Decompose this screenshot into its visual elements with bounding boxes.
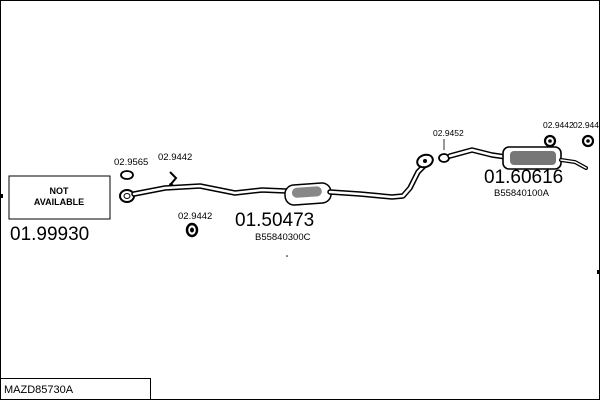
middle-section-oem-number: B55840300C [255,232,311,243]
frame-left-marker [0,194,3,198]
middle-silencer-part[interactable] [284,182,332,206]
hanger-rear-2-part[interactable] [581,134,595,148]
connecting-pipe-inner [328,163,427,199]
hanger-front-bottom-part[interactable] [185,222,199,238]
gasket-rear-part[interactable] [415,153,450,170]
front-section-part-number[interactable]: 01.99930 [10,224,89,245]
hanger-front-top-label[interactable]: 02.9442 [158,152,192,163]
front-section-status-line1: NOT [50,186,70,196]
diagram-code: MAZD85730A [4,384,74,396]
frame-right-marker [597,270,600,274]
middle-pipe-inner [132,184,288,196]
hanger-front-bottom-label[interactable]: 02.9442 [178,211,212,222]
hanger-rear-1-part[interactable] [543,134,557,148]
middle-section-part-number[interactable]: 01.50473 [235,210,314,231]
rear-section-oem-number: B55840100A [494,188,550,199]
rear-pipe-inner [448,148,508,159]
rear-section-part-number[interactable]: 01.60616 [484,167,563,188]
front-section-box[interactable] [8,175,111,220]
front-section-status-line2: AVAILABLE [34,197,84,207]
dot-mark [286,255,288,257]
rear-silencer-part[interactable] [502,146,588,170]
gasket-front-label[interactable]: 02.9565 [114,157,148,168]
hanger-rear-2-label[interactable]: 02.9442 [573,120,600,130]
gasket-front-part[interactable] [119,170,135,203]
hanger-rear-1-label[interactable]: 02.9442 [543,120,574,130]
gasket-rear-label[interactable]: 02.9452 [433,128,464,138]
